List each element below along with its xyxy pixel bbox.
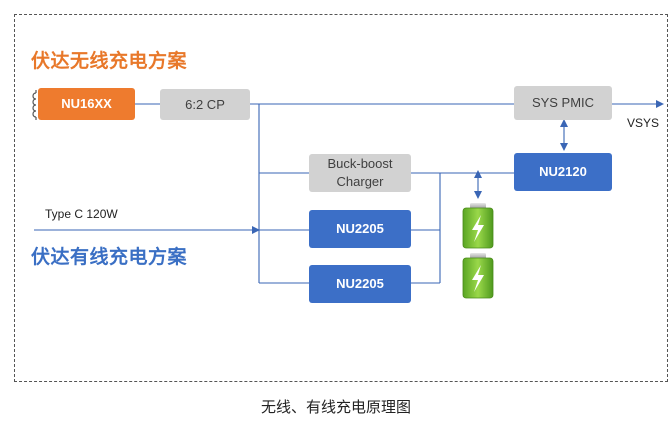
battery-charging-icon — [462, 203, 494, 249]
wireless-solution-heading: 伏达无线充电方案 — [31, 50, 188, 72]
nu16xx-block: NU16XX — [38, 88, 135, 120]
nu2120-block: NU2120 — [514, 153, 612, 191]
charger-label: Charger — [336, 174, 384, 189]
diagram-caption: 无线、有线充电原理图 — [260, 398, 411, 416]
nu16xx-label: NU16XX — [61, 96, 112, 111]
nu2205-bottom-label: NU2205 — [336, 276, 384, 291]
coil-icon — [32, 90, 37, 120]
sys-pmic-label: SYS PMIC — [531, 95, 595, 110]
nu2205-top-label: NU2205 — [336, 221, 384, 236]
buck-boost-charger-block: Buck-boost Charger — [309, 154, 411, 192]
buck-boost-label: Buck-boost — [327, 156, 393, 171]
wired-solution-heading: 伏达有线充电方案 — [31, 246, 188, 268]
nu2120-label: NU2120 — [539, 164, 587, 179]
nu2205-top-block: NU2205 — [309, 210, 411, 248]
sys-pmic-block: SYS PMIC — [514, 86, 612, 120]
nu2205-bottom-block: NU2205 — [309, 265, 411, 303]
cp-block: 6:2 CP — [160, 89, 250, 120]
vsys-label: VSYS — [627, 116, 660, 130]
cp-label: 6:2 CP — [185, 96, 225, 112]
type-c-label: Type C 120W — [45, 207, 118, 221]
battery-charging-icon — [462, 253, 494, 299]
diagram-frame — [14, 14, 668, 382]
